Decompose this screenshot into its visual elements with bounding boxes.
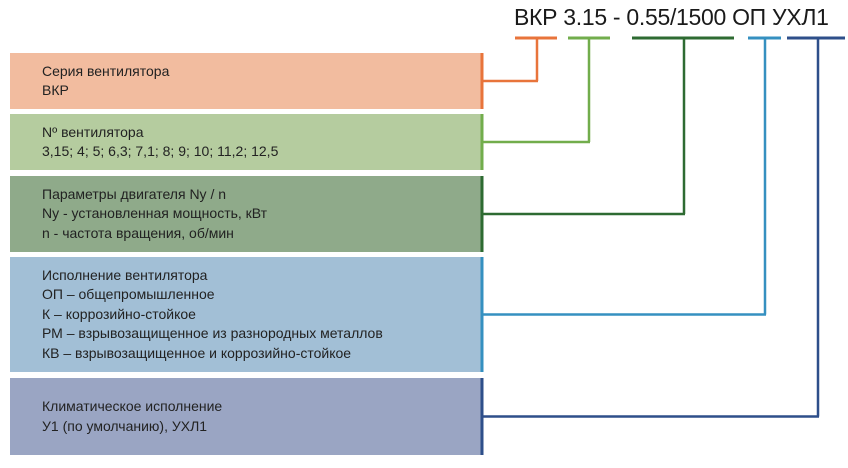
box-line: КВ – взрывозащищенное и коррозийно-стойк… (42, 344, 352, 361)
box-line: ОП – общепромышленное (42, 286, 215, 303)
box-line: ВКР (42, 82, 69, 98)
box-fan-series: Серия вентилятора ВКР (10, 53, 481, 109)
box-fan-number: Nº вентилятора 3,15; 4; 5; 6,3; 7,1; 8; … (10, 114, 481, 170)
box-line: n - частота вращения, об/мин (42, 224, 234, 241)
box-title: Серия вентилятора (42, 62, 170, 79)
box-line: К – коррозийно-стойкое (42, 305, 196, 322)
box-climatic-execution: Климатическое исполнение У1 (по умолчани… (10, 378, 481, 455)
box-line: У1 (по умолчанию), УХЛ1 (42, 417, 208, 434)
box-line: РМ – взрывозащищенное из разнородных мет… (42, 325, 383, 342)
box-title: Nº вентилятора (42, 123, 144, 140)
box-fan-execution: Исполнение вентилятора ОП – общепромышле… (10, 257, 481, 372)
box-motor-params: Параметры двигателя Nу / n Nу - установл… (10, 176, 481, 252)
box-title: Параметры двигателя Nу / n (42, 185, 227, 202)
box-title: Климатическое исполнение (42, 398, 223, 414)
box-title: Исполнение вентилятора (42, 266, 208, 283)
box-line: 3,15; 4; 5; 6,3; 7,1; 8; 9; 10; 11,2; 12… (42, 143, 279, 159)
model-designation: ВКР 3.15 - 0.55/1500 ОП УХЛ1 (514, 4, 829, 30)
box-line: Nу - установленная мощность, кВт (42, 205, 268, 222)
